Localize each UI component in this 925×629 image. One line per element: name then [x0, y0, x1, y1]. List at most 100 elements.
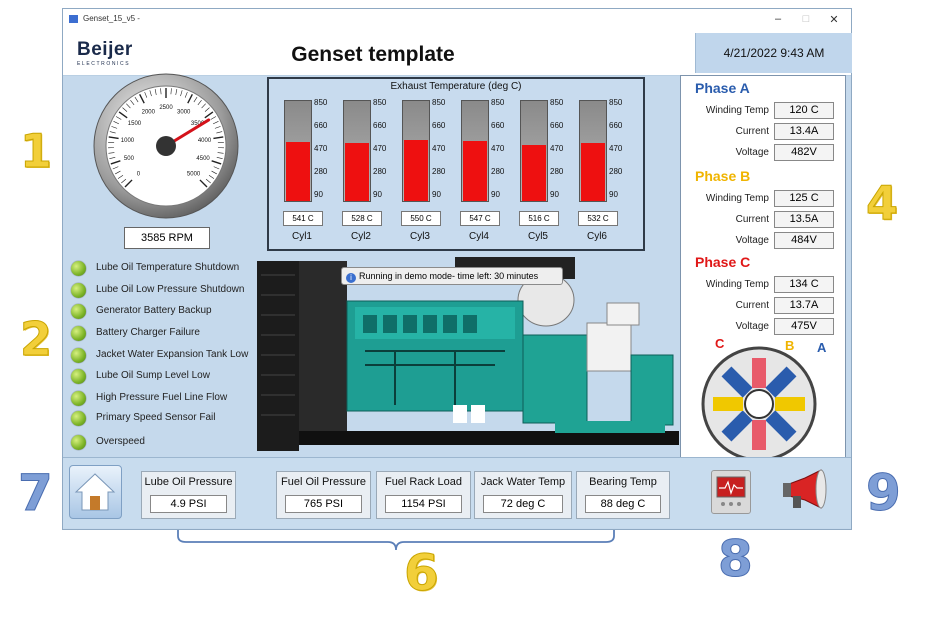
alarm-label: Primary Speed Sensor Fail	[96, 412, 216, 423]
callout-6: 6	[404, 544, 440, 602]
callout-2: 2	[19, 312, 53, 366]
cylinder-label: Cyl4	[468, 231, 489, 242]
gauge-tick	[204, 111, 214, 119]
gauge-label: 3500	[191, 121, 205, 127]
phase-heading: Phase A	[695, 80, 750, 96]
alarm-status-icon	[71, 411, 86, 426]
rotor-pole	[775, 397, 805, 411]
callout-7: 7	[18, 464, 54, 522]
phase-row-label: Winding Temp	[705, 105, 769, 116]
megaphone-icon	[783, 469, 827, 509]
gauge-label: 3000	[177, 109, 191, 115]
measurement-value: 765 PSI	[285, 495, 362, 513]
cylinder-value: 516 C	[519, 211, 559, 226]
gauge-tick	[213, 166, 220, 170]
scale-label: 850	[491, 98, 505, 107]
gauge-tick	[180, 90, 183, 97]
rpm-readout: 3585 RPM	[124, 227, 210, 249]
callout-8: 8	[718, 530, 754, 588]
alarm-status-icon	[71, 283, 86, 298]
cylinder-label: Cyl3	[409, 231, 430, 242]
window-titlebar: Genset_15_v5 - – □ ✕	[63, 9, 851, 31]
gauge-tick	[144, 91, 148, 98]
demo-notice-text: Running in demo mode- time left: 30 minu…	[359, 271, 539, 281]
scale-label: 850	[314, 98, 328, 107]
gauge-label: 4000	[198, 138, 212, 144]
cylinder-bar-fill	[345, 143, 369, 201]
gauge-tick	[175, 88, 178, 95]
phase-heading: Phase C	[695, 254, 751, 270]
gauge-tick	[139, 94, 145, 104]
gauge-label: 500	[124, 156, 135, 162]
maximize-button[interactable]: □	[802, 13, 810, 25]
alarm-status-icon	[71, 391, 86, 406]
gauge-tick	[184, 91, 188, 98]
scale-label: 90	[609, 190, 618, 199]
phase-row-label: Current	[735, 214, 769, 225]
app-window: Genset_15_v5 - – □ ✕ Beijer ELECTRONICS …	[62, 8, 852, 530]
scale-label: 470	[373, 144, 387, 153]
gauge-tick	[211, 170, 217, 175]
measurement-value: 4.9 PSI	[150, 495, 227, 513]
callout-4: 4	[865, 176, 899, 230]
phase-row-label: Voltage	[735, 235, 769, 246]
minimize-button[interactable]: –	[774, 13, 782, 25]
gauge-tick	[118, 111, 128, 119]
gauge-tick	[217, 152, 224, 154]
cylinder-value: 541 C	[283, 211, 323, 226]
alarm-label: Lube Oil Sump Level Low	[96, 370, 210, 381]
alarm-status-icon	[71, 304, 86, 319]
phase-row-label: Winding Temp	[705, 193, 769, 204]
gauge-tick	[108, 136, 119, 140]
trend-monitor-button[interactable]	[711, 470, 751, 514]
scale-label: 850	[550, 98, 564, 107]
window-title: Genset_15_v5 -	[83, 14, 140, 23]
rotor-pole	[721, 410, 753, 442]
home-icon	[74, 473, 116, 511]
gauge-tick	[170, 88, 172, 95]
phase-row: Current 13.5A	[681, 211, 845, 228]
alarm-horn-button[interactable]	[781, 468, 831, 514]
rotor-phase-letter: C	[715, 336, 725, 351]
scale-label: 660	[314, 121, 328, 130]
cylinder-value: 532 C	[578, 211, 618, 226]
gauge-tick	[122, 107, 128, 112]
measurement-label: Bearing Temp	[589, 476, 657, 488]
scale-label: 280	[609, 167, 623, 176]
scale-label: 280	[550, 167, 564, 176]
scale-label: 660	[432, 121, 446, 130]
gauge-tick	[109, 157, 116, 159]
rotor-pole	[765, 410, 797, 442]
alarm-status-icon	[71, 261, 86, 276]
callout-9: 9	[866, 464, 902, 522]
cylinder-bar-fill	[522, 145, 546, 201]
gauge-label: 1500	[128, 121, 142, 127]
cylinder-bar	[579, 100, 607, 202]
scale-label: 280	[432, 167, 446, 176]
alarm-label: Generator Battery Backup	[96, 305, 212, 316]
alarm-label: Jacket Water Expansion Tank Low	[96, 349, 249, 360]
cylinder-bar	[402, 100, 430, 202]
gauge-tick	[126, 103, 131, 109]
phase-row-value: 13.5A	[774, 211, 834, 228]
close-button[interactable]: ✕	[829, 14, 839, 26]
scale-label: 850	[432, 98, 446, 107]
logo-sub: ELECTRONICS	[77, 61, 131, 67]
gauge-tick	[208, 174, 215, 179]
home-button[interactable]	[69, 465, 122, 519]
gauge-tick	[205, 178, 211, 184]
